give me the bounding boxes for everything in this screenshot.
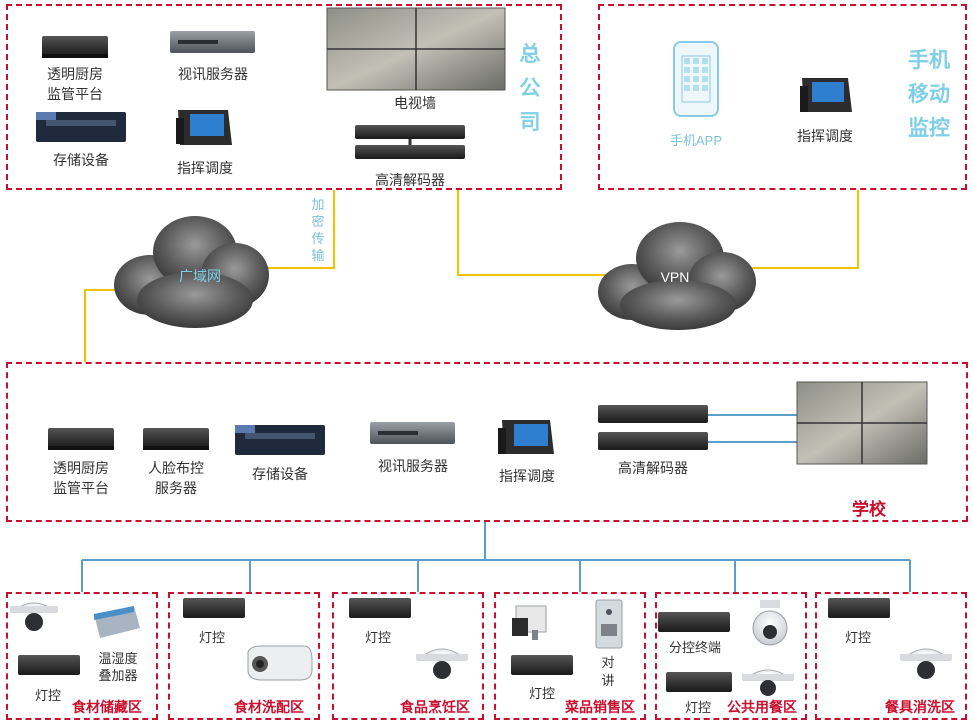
- zone1-dome-camera-icon: [10, 602, 58, 631]
- hq-video-server-label: 视讯服务器: [178, 66, 248, 82]
- zone-box-2: [168, 592, 320, 720]
- school-video-server-label: 视讯服务器: [378, 458, 448, 474]
- school-dispatch-label: 指挥调度: [499, 468, 555, 484]
- link-wan-to-school: [84, 289, 125, 362]
- hq-title: 总公司: [519, 43, 541, 134]
- zone-box-5: [655, 592, 807, 720]
- zone-box-4: [494, 592, 646, 720]
- hq-kitchen-platform-label: 透明厨房 监管平台: [47, 66, 103, 102]
- zone6-name: 餐具消洗区: [885, 699, 955, 715]
- zone5-ptz-camera-icon: [752, 600, 788, 646]
- zone5-subcontrol-label: 分控终端: [668, 640, 721, 655]
- hq-decoder-label: 高清解码器: [375, 172, 445, 188]
- hq-tv-wall-icon: [326, 7, 506, 91]
- zone6-dome-camera-icon: [900, 648, 952, 679]
- mobile-dispatch-phone-icon: [800, 78, 852, 112]
- wan-label: 广域网: [179, 268, 221, 284]
- zone3-name: 食品烹饪区: [400, 699, 470, 715]
- zone5-name: 公共用餐区: [727, 699, 797, 715]
- link-hq-to-wan: [245, 190, 335, 269]
- zone1-light-control-icon: [18, 655, 80, 675]
- zone-box-3: [332, 592, 484, 720]
- zone5-subcontrol-terminal-icon: [658, 612, 730, 632]
- zone4-box-camera-icon: [512, 605, 547, 640]
- zone-box-1: [6, 592, 158, 720]
- school-title: 学校: [852, 500, 886, 519]
- hq-kitchen-platform-icon: [42, 36, 108, 58]
- mobile-title: 手机移动监控: [908, 49, 950, 140]
- zone6-light-control-icon: [828, 598, 890, 618]
- school-storage-icon: [235, 425, 325, 455]
- vpn-cloud-icon: [598, 222, 756, 330]
- zone-box-6: [815, 592, 967, 720]
- hq-zone: [6, 4, 562, 190]
- school-tv-wall-icon: [796, 381, 928, 465]
- school-face-server-icon: [143, 428, 209, 450]
- encrypted-link-label: 加密传输: [311, 197, 325, 263]
- school-decoder-icon: [598, 405, 708, 450]
- zone1-light-control-label: 灯控: [34, 688, 61, 703]
- hq-dispatch-phone-icon: [176, 110, 232, 145]
- hq-storage-label: 存储设备: [53, 152, 109, 168]
- school-face-server-label: 人脸布控 服务器: [148, 460, 204, 496]
- link-hq-to-vpn: [457, 190, 615, 276]
- school-kitchen-platform-label: 透明厨房 监管平台: [53, 460, 109, 496]
- hq-video-server-icon: [170, 31, 255, 53]
- zone6-light-control-label: 灯控: [844, 630, 871, 645]
- zone3-light-control-label: 灯控: [364, 630, 391, 645]
- mobile-dispatch-label: 指挥调度: [797, 128, 853, 144]
- zone4-name: 菜品销售区: [565, 699, 635, 715]
- hq-decoder-icon: [355, 125, 465, 159]
- zone2-bullet-camera-icon: [247, 645, 313, 681]
- mobile-app-label: 手机APP: [669, 133, 722, 148]
- mobile-app-phone-icon: [673, 41, 719, 117]
- zone3-dome-camera-icon: [416, 648, 468, 679]
- mobile-zone: [598, 4, 967, 190]
- hq-storage-icon: [36, 112, 126, 142]
- school-decoder-label: 高清解码器: [618, 460, 688, 476]
- zone1-sensor-label: 温湿度 叠加器: [98, 651, 138, 683]
- school-storage-label: 存储设备: [252, 466, 308, 482]
- hq-tv-wall-label: 电视墙: [394, 95, 436, 111]
- zone2-name: 食材洗配区: [234, 699, 304, 715]
- wan-cloud-icon: [114, 216, 269, 328]
- zone3-light-control-icon: [349, 598, 411, 618]
- link-vpn-to-mobile: [745, 190, 859, 269]
- zone2-light-control-icon: [183, 598, 245, 618]
- zone5-light-control-icon: [666, 672, 732, 692]
- school-zone: [6, 362, 968, 522]
- hq-dispatch-label: 指挥调度: [177, 160, 233, 176]
- zone5-dome-camera-icon: [742, 669, 794, 696]
- zone1-sensor-icon: [94, 606, 140, 638]
- school-dispatch-phone-icon: [498, 420, 554, 454]
- school-kitchen-platform-icon: [48, 428, 114, 450]
- zone1-name: 食材储藏区: [72, 699, 142, 715]
- zone4-light-control-icon: [511, 655, 573, 675]
- zone5-light-control-label: 灯控: [684, 700, 711, 715]
- zone4-light-control-label: 灯控: [528, 686, 555, 701]
- vpn-label: VPN: [660, 269, 690, 285]
- zone4-intercom-icon: [595, 599, 623, 649]
- zone4-intercom-label: 对讲: [601, 655, 615, 688]
- school-video-server-icon: [370, 422, 455, 444]
- zone2-light-control-label: 灯控: [198, 630, 225, 645]
